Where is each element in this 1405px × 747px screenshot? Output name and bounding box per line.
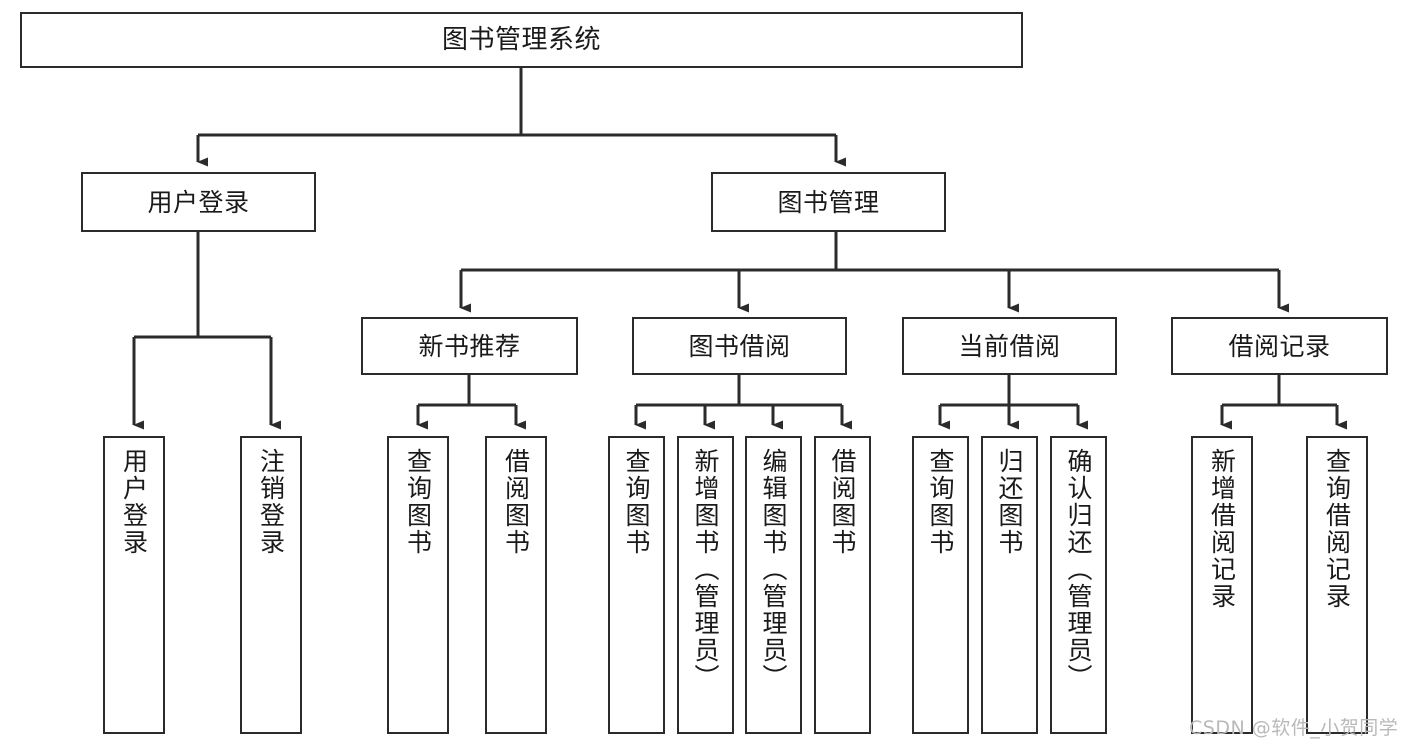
node-label: 注销登录 [256, 448, 286, 556]
leaf-recommend-query-book[interactable]: 查询图书 [387, 436, 449, 734]
node-label: 新增借阅记录 [1207, 448, 1237, 610]
node-user-login[interactable]: 用户登录 [81, 172, 316, 232]
node-label: 新书推荐 [418, 331, 521, 361]
node-label: 确认归还（管理员） [1064, 448, 1093, 691]
node-label: 新增图书（管理员） [691, 448, 720, 691]
node-label: 查询图书 [926, 448, 955, 556]
watermark-credit: CSDN @软件_小贺同学 [1189, 717, 1399, 739]
leaf-current-return-book[interactable]: 归还图书 [981, 436, 1038, 734]
node-book-borrow[interactable]: 图书借阅 [632, 317, 847, 375]
node-label: 借阅记录 [1228, 331, 1331, 361]
node-label: 用户登录 [147, 187, 250, 217]
node-root-system[interactable]: 图书管理系统 [20, 12, 1023, 68]
node-label: 查询图书 [403, 448, 433, 556]
leaf-current-query-book[interactable]: 查询图书 [912, 436, 969, 734]
node-book-management[interactable]: 图书管理 [711, 172, 946, 232]
leaf-user-logout[interactable]: 注销登录 [240, 436, 302, 734]
leaf-current-confirm-return-admin[interactable]: 确认归还（管理员） [1050, 436, 1107, 734]
leaf-borrow-query-book[interactable]: 查询图书 [608, 436, 665, 734]
leaf-record-add-record[interactable]: 新增借阅记录 [1191, 436, 1253, 734]
leaf-recommend-borrow-book[interactable]: 借阅图书 [485, 436, 547, 734]
node-label: 图书管理系统 [441, 24, 601, 55]
node-label: 借阅图书 [828, 448, 857, 556]
node-label: 图书借阅 [688, 331, 791, 361]
node-borrow-record[interactable]: 借阅记录 [1171, 317, 1388, 375]
node-label: 查询图书 [622, 448, 651, 556]
node-label: 图书管理 [777, 187, 880, 217]
node-label: 用户登录 [119, 448, 149, 556]
node-label: 查询借阅记录 [1322, 448, 1352, 610]
node-label: 借阅图书 [501, 448, 531, 556]
node-label: 编辑图书（管理员） [759, 448, 788, 691]
node-label: 归还图书 [995, 448, 1024, 556]
leaf-borrow-add-book-admin[interactable]: 新增图书（管理员） [677, 436, 734, 734]
node-label: 当前借阅 [958, 331, 1061, 361]
leaf-user-login[interactable]: 用户登录 [103, 436, 165, 734]
leaf-record-query-record[interactable]: 查询借阅记录 [1306, 436, 1368, 734]
leaf-borrow-edit-book-admin[interactable]: 编辑图书（管理员） [745, 436, 802, 734]
node-current-borrow[interactable]: 当前借阅 [902, 317, 1117, 375]
node-new-book-recommend[interactable]: 新书推荐 [361, 317, 578, 375]
leaf-borrow-borrow-book[interactable]: 借阅图书 [814, 436, 871, 734]
